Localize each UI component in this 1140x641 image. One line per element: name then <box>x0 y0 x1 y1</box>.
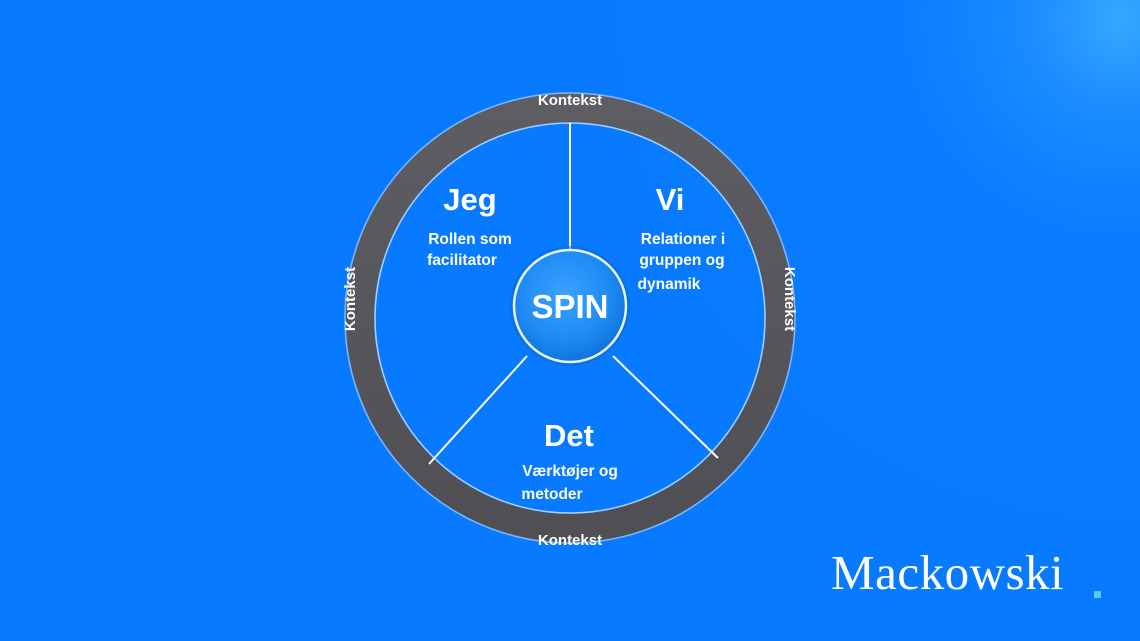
segment-det: Det Værktøjer og metoder <box>521 418 617 503</box>
segment-title-vi: Vi <box>656 182 685 217</box>
segment-title-jeg: Jeg <box>443 182 496 217</box>
segment-desc-det-line-1: Værktøjer og <box>522 463 618 480</box>
ring-label-right: Kontekst <box>781 267 798 331</box>
ring-label-left: Kontekst <box>342 267 359 331</box>
center-spin: SPIN <box>510 246 630 366</box>
segment-desc-vi-line-2: gruppen og <box>639 252 724 269</box>
segment-vi: Vi Relationer i gruppen og dynamik <box>638 182 726 293</box>
center-label: SPIN <box>531 288 608 325</box>
brand-logo: Mackowski <box>831 545 1065 600</box>
segment-desc-vi-line-3: dynamik <box>638 276 701 293</box>
segment-desc-vi-line-1: Relationer i <box>641 231 725 248</box>
ring-label-top: Kontekst <box>538 92 602 109</box>
segment-desc-det-line-2: metoder <box>521 486 582 503</box>
brand-logo-dot <box>1094 591 1101 598</box>
segment-title-det: Det <box>544 418 594 453</box>
segment-desc-jeg-line-1: Rollen som <box>428 231 512 248</box>
segment-dividers <box>428 123 719 465</box>
context-ring <box>344 92 796 544</box>
divider-line-left <box>428 355 528 465</box>
divider-line-right <box>612 355 719 459</box>
segment-jeg: Jeg Rollen som facilitator <box>427 182 512 269</box>
segment-desc-jeg-line-2: facilitator <box>427 252 497 269</box>
ring-label-bottom: Kontekst <box>538 532 602 549</box>
